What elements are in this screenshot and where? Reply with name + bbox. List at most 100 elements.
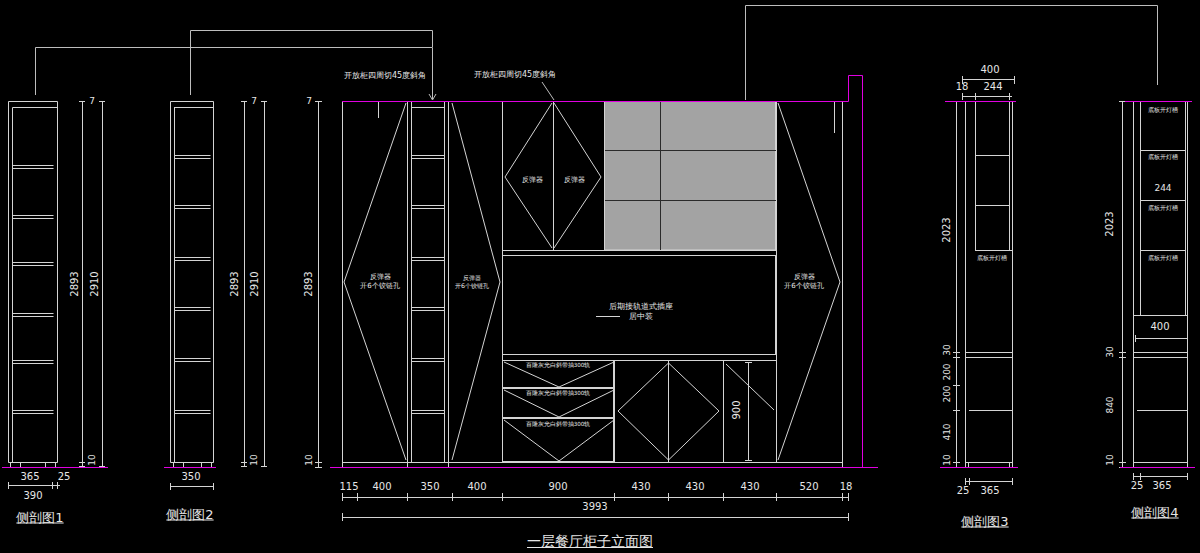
node-text: 开6个铰链孔 [360,282,399,291]
dimension-line [315,101,849,521]
text-group: 百隆灰光白斜带抽300轨 [526,362,591,369]
view-title: 侧剖图2 [166,508,213,521]
dimension-label: 2910 [250,271,260,296]
note-label: 底板开灯槽 [1148,255,1178,261]
glass-grid [605,102,776,250]
dimension-line [170,101,267,490]
text-group: 百隆灰光白斜带抽300轨 [526,421,591,428]
dimension-label: 18 [840,482,853,492]
dimension-label: 430 [685,482,704,492]
text-group: 反弹器开6个铰链孔 [455,274,489,290]
dimension-label: 400 [980,65,999,75]
side-section-1 [8,101,105,489]
drawer: 百隆灰光白斜带抽300轨 [502,388,614,418]
door-panel: 反弹器开6个铰链孔 [342,101,407,462]
dimension-label: 365 [980,486,999,496]
drawing-caption: 一层餐厅柜子立面图 [527,534,653,548]
dimension-label: 350 [181,472,200,482]
dimension-label: 400 [1150,322,1169,332]
dimension-label: 430 [740,482,759,492]
door-swing-outline [776,101,842,462]
text-group: 反弹器 [522,176,543,185]
dimension-label: 18 [956,82,969,92]
swing-line [554,103,601,248]
dimension-line [8,101,105,489]
cabinet-section [9,102,58,468]
dimension-label: 365 [20,472,39,482]
dimension-label: 900 [732,400,742,419]
door-swing-outline [502,101,553,250]
view-title: 侧剖图1 [16,511,63,524]
dimension-label: 400 [467,482,486,492]
swing-line [504,362,614,387]
dimension-label: 10 [250,454,259,465]
dimension-label: 200 [943,363,952,380]
cabinet-outline [1120,102,1195,468]
node-text: 百隆灰光白斜带抽300轨 [526,421,591,428]
side-section-2 [170,101,267,490]
door-panel: 反弹器开6个铰链孔 [776,101,842,462]
node-text: 开6个铰链孔 [784,282,823,291]
dimension-label: 365 [1152,481,1171,491]
drawer: 百隆灰光白斜带抽300轨 [502,360,614,388]
dimension-label: 2893 [70,271,80,296]
cabinet-section [965,101,1013,467]
node-text: 开6个铰链孔 [455,282,489,290]
node-text: 百隆灰光白斜带抽300轨 [526,362,591,369]
dimension-label: 3993 [582,502,607,512]
cabinet-section [1133,101,1188,467]
swing-line [778,103,840,460]
dimension-label: 7 [251,97,257,106]
dimension-label: 10 [943,454,952,465]
dimension-line [953,76,1015,485]
dimension-label: 410 [943,423,952,440]
cabinet-frame [342,101,843,467]
door-swing-outline [553,101,604,250]
node-text: 反弹器 [784,273,823,282]
swing-line [505,103,552,248]
dimension-label: 350 [420,482,439,492]
dimension-label: 7 [306,97,312,106]
dimension-label: 2023 [1105,211,1115,236]
node-text: 反弹器 [455,274,489,282]
text-group: 百隆灰光白斜带抽300轨 [526,390,591,397]
floor-line [2,467,108,468]
dimension-label: 25 [957,486,970,496]
dimension-label: 400 [372,482,391,492]
door-panel: 反弹器 [502,101,553,250]
drawer: 百隆灰光白斜带抽300轨 [502,418,614,462]
dimension-label: 430 [631,482,650,492]
note-label: 底板开灯槽 [1148,205,1178,211]
note-label: 底板开灯槽 [1148,154,1178,160]
dimension-label: 2893 [230,271,240,296]
open-shelves [411,108,445,414]
leader-line [36,6,1158,101]
node-text: 反弹器 [522,176,543,185]
dimension-label: 115 [339,482,358,492]
dimension-label: 520 [799,482,818,492]
view-title: 侧剖图3 [961,515,1008,528]
glass-panel [605,102,776,251]
dimension-line [1119,101,1188,480]
note-label: 开放柜四周切45度斜角 [344,72,426,80]
dimension-label: 2023 [942,217,952,242]
dimension-label: 10 [1106,454,1115,465]
door-panel: 反弹器 [553,101,604,250]
node-text: 后期接轨道式插座 [609,302,673,312]
node-text: 反弹器 [564,176,585,185]
note-label: 底板开灯槽 [1148,107,1178,113]
swing-line [452,103,500,460]
dimension-label: 840 [1106,396,1115,413]
swing-line [504,420,614,461]
door-swing-outline [450,101,502,462]
dimension-label: 244 [983,82,1002,92]
cabinet-section [171,102,214,468]
dimension-label: 25 [58,472,71,482]
side-section-4 [1119,101,1188,480]
text-group: 反弹器开6个铰链孔 [784,273,823,291]
node-text: 居中装 [609,312,673,322]
text-group: 后期接轨道式插座居中装 [609,302,673,323]
dimension-label: 10 [88,454,97,465]
dimension-label: 7 [89,97,95,106]
